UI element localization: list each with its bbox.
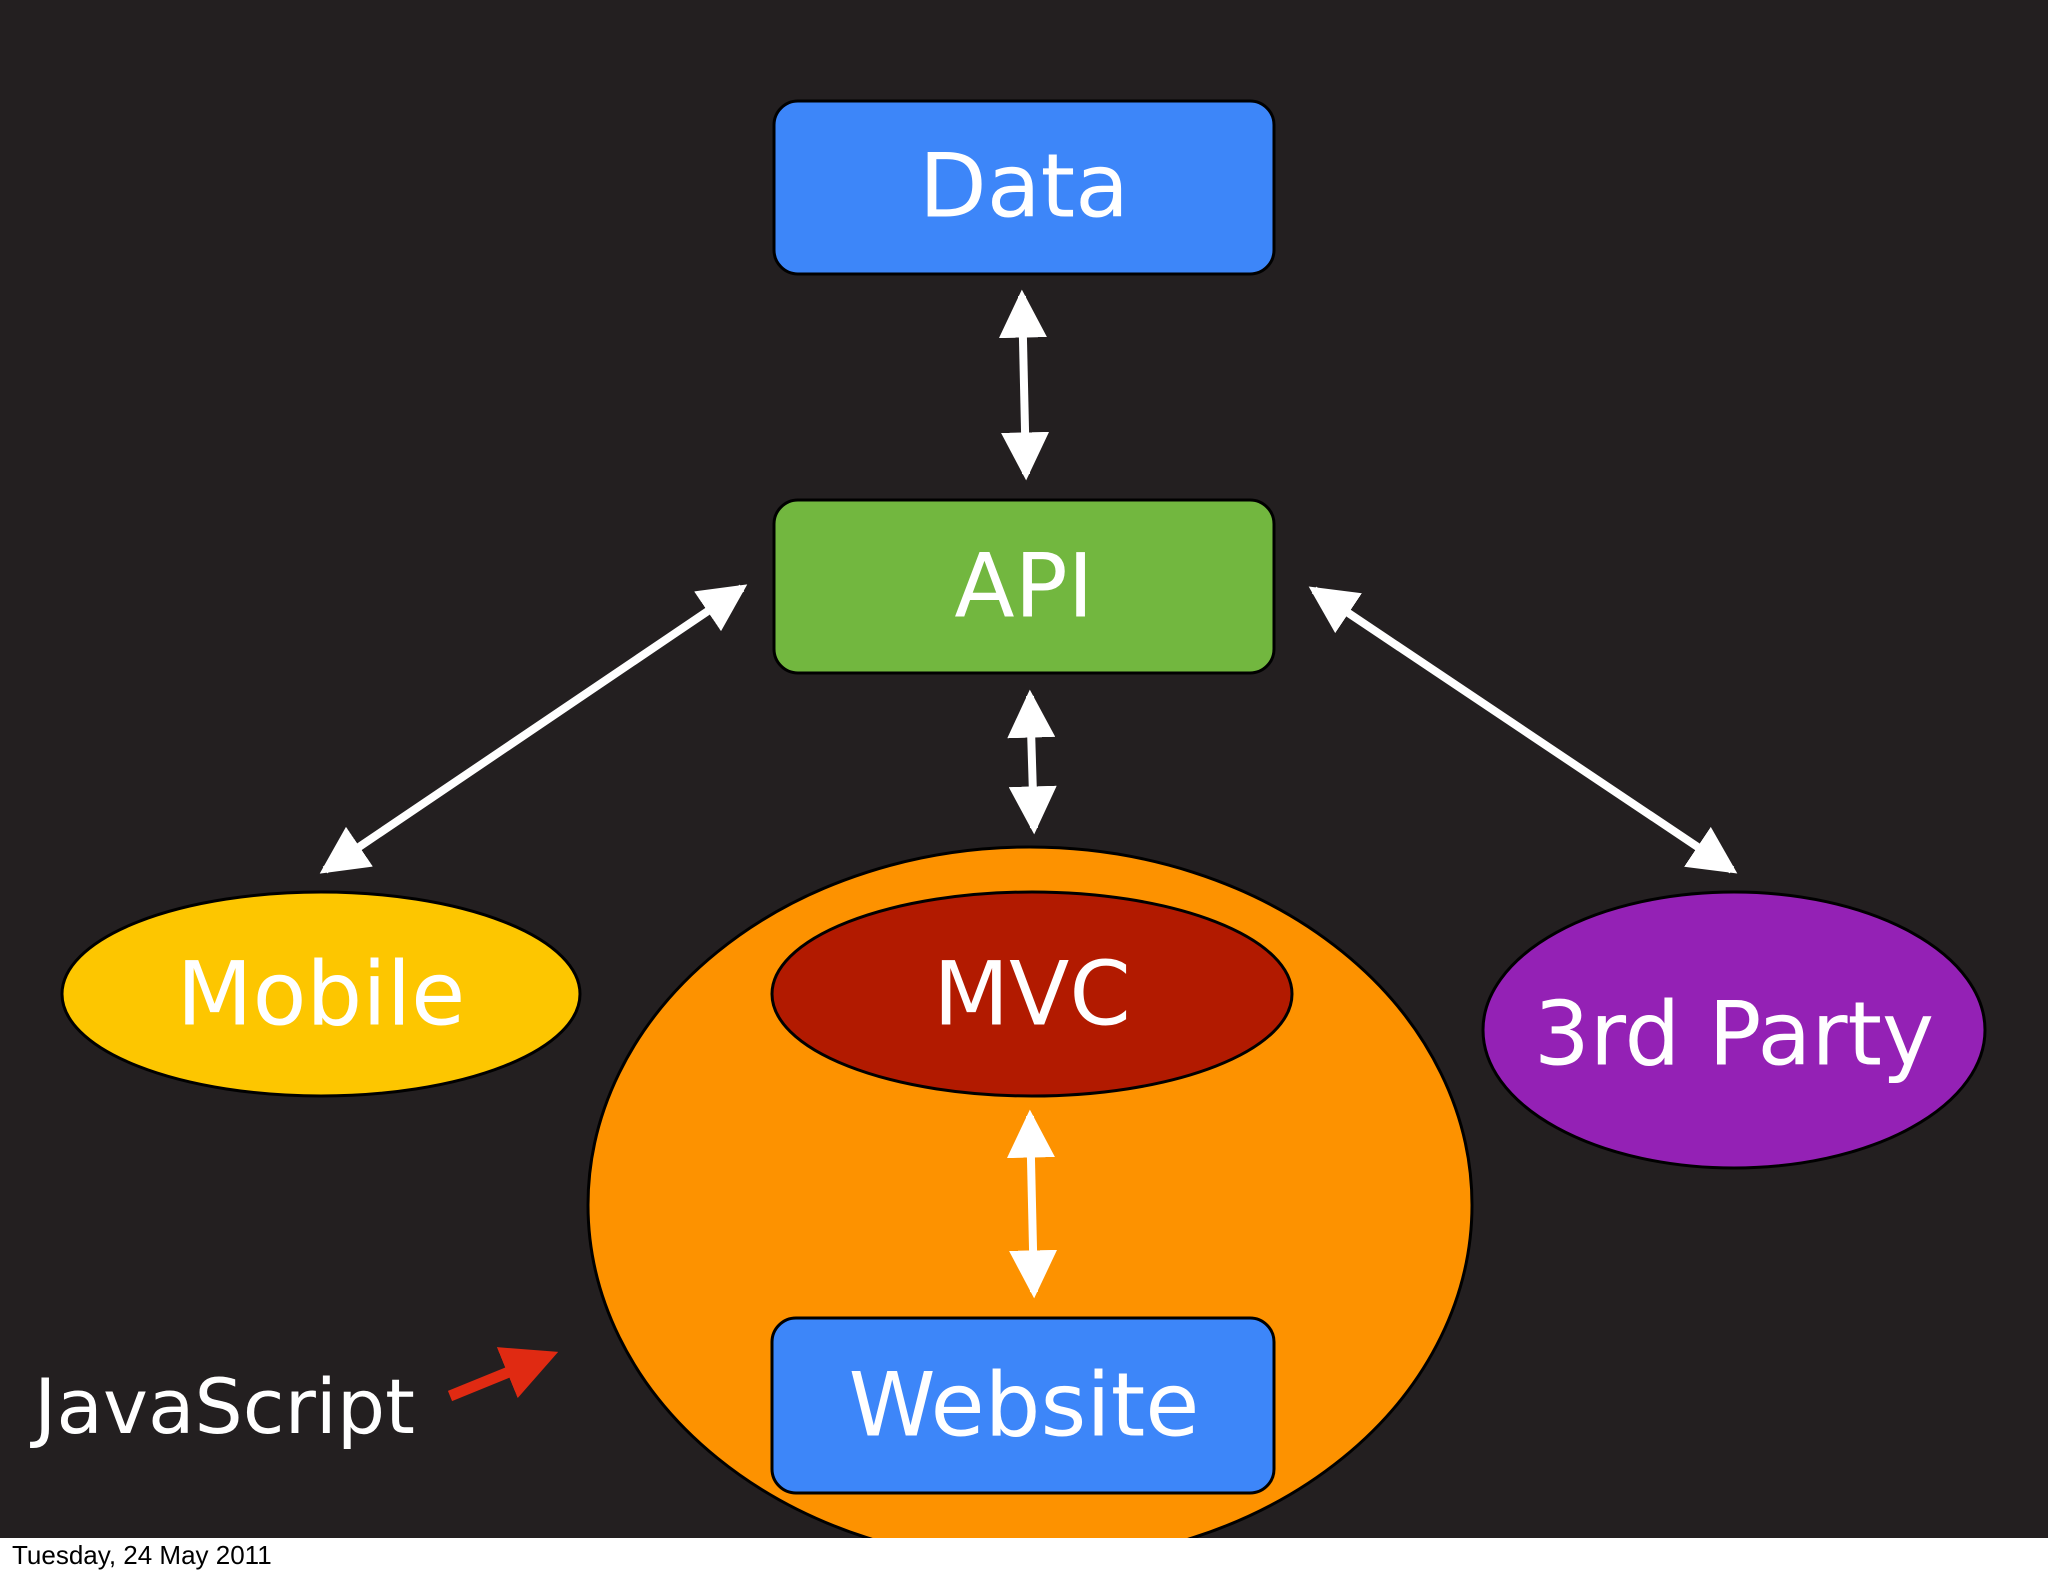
javascript-pointer-arrow [447,1347,559,1402]
slide: Data API Mobile MVC 3rd Party Website [0,0,2048,1538]
api-node: API [772,498,1276,675]
website-node-label: Website [849,1354,1200,1457]
api-node-label: API [954,535,1093,638]
mvc-node: MVC [770,890,1294,1098]
data-api-connector [998,289,1050,481]
api-mobile-connector [319,584,748,874]
data-node: Data [772,99,1276,276]
website-node: Website [770,1316,1276,1495]
third-party-node-label: 3rd Party [1534,983,1934,1086]
third-party-node: 3rd Party [1481,890,1987,1170]
javascript-label: JavaScript [34,1362,415,1451]
mvc-website-connector [1006,1109,1058,1299]
architecture-diagram: Data API Mobile MVC 3rd Party Website [60,99,1987,1538]
mvc-node-label: MVC [933,943,1131,1046]
data-node-label: Data [919,135,1129,238]
footer-date: Tuesday, 24 May 2011 [12,1540,272,1570]
api-third-party-connector [1308,586,1738,874]
mobile-node-label: Mobile [177,943,466,1046]
api-mvc-connector [1007,689,1057,835]
mobile-node: Mobile [60,890,582,1098]
